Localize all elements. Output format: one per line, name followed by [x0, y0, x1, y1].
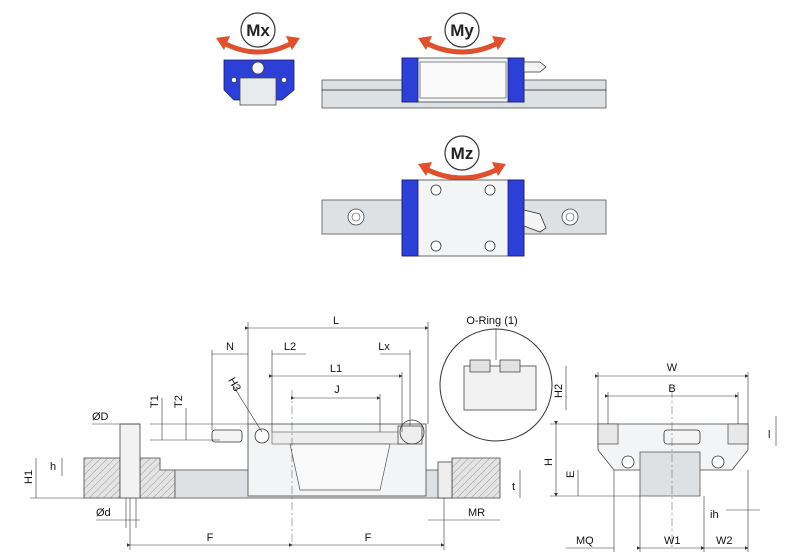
mz-badge [444, 135, 480, 171]
label-t: t [512, 481, 515, 493]
mz-rotation-arrow [422, 165, 502, 181]
base-hatch-left [83, 457, 121, 499]
mx-bolt-left [231, 77, 237, 83]
my-endcap-right [507, 57, 525, 103]
mz-carriage [401, 179, 525, 257]
end-stop [437, 461, 453, 499]
lube-port [254, 428, 270, 444]
label-T2: T2 [173, 395, 185, 408]
my-endcap-left [401, 57, 419, 103]
carriage-top-rail [271, 431, 403, 445]
mx-arrowhead-left [216, 36, 230, 50]
my-grease-nipple [523, 61, 547, 73]
label-H: H [543, 458, 555, 466]
label-L2: L2 [284, 341, 296, 353]
front-bolt-left [621, 455, 635, 469]
my-arrowhead-right [492, 36, 506, 50]
my-side-view: My [321, 12, 607, 109]
mx-rotation-arrow [220, 39, 296, 55]
detail-circle-small [399, 419, 425, 445]
label-N: N [226, 341, 234, 353]
detail-oring-right [499, 359, 521, 373]
mx-rail-section [239, 77, 277, 106]
mx-badge [240, 12, 276, 48]
counterbore [119, 423, 141, 499]
mz-rail-hole-left-inner [351, 212, 361, 222]
mz-bolt-tl [430, 184, 442, 196]
mz-top-view: Mz [321, 135, 607, 257]
grease-nipple [211, 429, 243, 443]
dim-H3-leader [231, 383, 263, 433]
mz-grease-nipple [523, 209, 547, 233]
label-F-right: F [365, 532, 372, 544]
mx-bolt-right [281, 77, 287, 83]
side-section-view: L N L2 Lx L1 J H3 T1 T2 ØD [23, 315, 521, 550]
front-rail [639, 451, 701, 497]
label-L1: L1 [330, 363, 342, 375]
seal-detail [397, 425, 423, 445]
mz-bolt-bl [430, 240, 442, 252]
front-flange-right [727, 423, 749, 445]
label-H2: H2 [553, 384, 565, 398]
front-flange-left [597, 423, 619, 445]
label-W1: W1 [664, 535, 681, 547]
label-MQ: MQ [576, 535, 594, 547]
label-H3: H3 [225, 376, 242, 394]
front-bolt-right [711, 455, 725, 469]
my-arrowhead-left [418, 36, 432, 50]
label-H1: H1 [23, 470, 35, 484]
mx-end-view: Mx [216, 12, 300, 106]
label-oring: O-Ring (1) [466, 315, 517, 327]
base-hatch-left2 [139, 457, 176, 499]
my-label: My [450, 21, 474, 40]
base-hatch-right [451, 457, 501, 499]
label-ih: ih [710, 509, 719, 521]
label-W: W [667, 362, 678, 374]
mz-arrowhead-left [418, 162, 432, 176]
mz-endcap-left [401, 179, 419, 257]
label-Od: Ød [96, 507, 111, 519]
label-Lx: Lx [378, 341, 390, 353]
mz-rail-hole-right-inner [565, 212, 575, 222]
label-L: L [333, 315, 339, 327]
mx-arrowhead-right [286, 36, 300, 50]
mz-label: Mz [451, 144, 474, 163]
label-J: J [334, 384, 340, 396]
label-OD: ØD [92, 411, 109, 423]
label-l: l [768, 429, 770, 441]
my-rotation-arrow [422, 39, 502, 55]
label-T1: T1 [149, 395, 161, 408]
label-B: B [668, 383, 675, 395]
detail-block [463, 365, 537, 411]
detail-oring-left [469, 359, 491, 373]
mx-label: Mx [246, 21, 270, 40]
my-carriage-face [419, 61, 507, 99]
mz-bolt-tr [484, 184, 496, 196]
front-grease-nipple [663, 429, 701, 445]
mz-rail-hole-right [561, 208, 579, 226]
label-W2: W2 [716, 535, 733, 547]
label-h: h [50, 461, 56, 473]
oring-detail: O-Ring (1) H2 [439, 315, 567, 442]
mz-arrowhead-right [492, 162, 506, 176]
label-F-left: F [207, 532, 214, 544]
front-view: W B l H E ih MQ W1 W2 [543, 362, 777, 552]
label-E: E [565, 471, 577, 478]
my-badge [444, 12, 480, 48]
mz-bolt-br [484, 240, 496, 252]
label-MR: MR [468, 507, 485, 519]
carriage-cavity [289, 443, 391, 491]
mx-grease-nipple [251, 61, 265, 75]
mz-endcap-right [507, 179, 525, 257]
mz-rail-hole-left [347, 208, 365, 226]
